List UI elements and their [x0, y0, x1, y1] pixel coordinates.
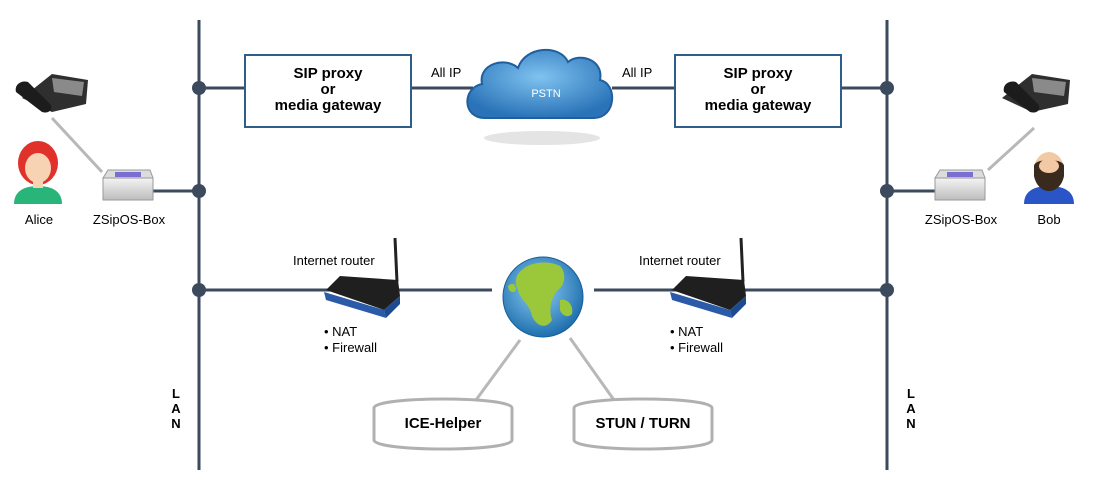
left-phone-connector [50, 116, 104, 174]
junction-dot [192, 184, 206, 198]
proxy-label-line3: media gateway [705, 97, 812, 114]
bob-avatar-icon [1024, 152, 1074, 204]
ice-helper-label: ICE-Helper [405, 415, 482, 432]
pstn-cloud-icon: PSTN [466, 48, 614, 145]
left-router-feature-firewall: • Firewall [324, 340, 377, 355]
left-lan-letter: N [171, 416, 180, 431]
right-router-label: Internet router [639, 253, 721, 268]
ice-connector [474, 339, 522, 401]
junction-dot [192, 81, 206, 95]
left-sip-proxy-box: SIP proxy or media gateway [244, 54, 412, 128]
proxy-label-line2: or [321, 81, 336, 98]
left-box-label: ZSipOS-Box [93, 212, 166, 227]
right-zsipos-box-icon [934, 169, 986, 201]
right-lan-letter: A [906, 401, 916, 416]
left-all-ip-label: All IP [431, 65, 461, 80]
junction-dot [880, 81, 894, 95]
left-zsipos-box-icon [102, 169, 154, 201]
stun-connector [568, 337, 616, 401]
proxy-label-line2: or [751, 81, 766, 98]
left-telephone-icon [15, 74, 88, 113]
left-router-icon [324, 237, 400, 318]
bob-label: Bob [1037, 212, 1060, 227]
alice-avatar-icon [14, 141, 62, 204]
internet-globe-icon [502, 256, 584, 338]
right-router-feature-firewall: • Firewall [670, 340, 723, 355]
ice-helper-server: ICE-Helper [372, 397, 514, 451]
left-router-feature-nat: • NAT [324, 324, 357, 339]
proxy-label-line1: SIP proxy [294, 65, 364, 82]
proxy-label-line1: SIP proxy [724, 65, 794, 82]
right-lan-letter: L [907, 386, 915, 401]
right-all-ip-label: All IP [622, 65, 652, 80]
junction-dot [880, 283, 894, 297]
right-lan-letter: N [906, 416, 915, 431]
right-router-feature-nat: • NAT [670, 324, 703, 339]
right-sip-proxy-box: SIP proxy or media gateway [674, 54, 842, 128]
stun-turn-label: STUN / TURN [596, 415, 691, 432]
proxy-label-line3: media gateway [275, 97, 382, 114]
right-telephone-icon [1002, 74, 1070, 113]
right-router-icon [670, 237, 746, 318]
junction-dot [192, 283, 206, 297]
stun-turn-server: STUN / TURN [572, 397, 714, 451]
right-box-label: ZSipOS-Box [925, 212, 998, 227]
pstn-label: PSTN [531, 88, 560, 100]
junction-dot [880, 184, 894, 198]
left-router-label: Internet router [293, 253, 375, 268]
left-lan-letter: L [172, 386, 180, 401]
left-lan-letter: A [171, 401, 181, 416]
alice-label: Alice [25, 212, 53, 227]
right-phone-connector [986, 126, 1036, 172]
